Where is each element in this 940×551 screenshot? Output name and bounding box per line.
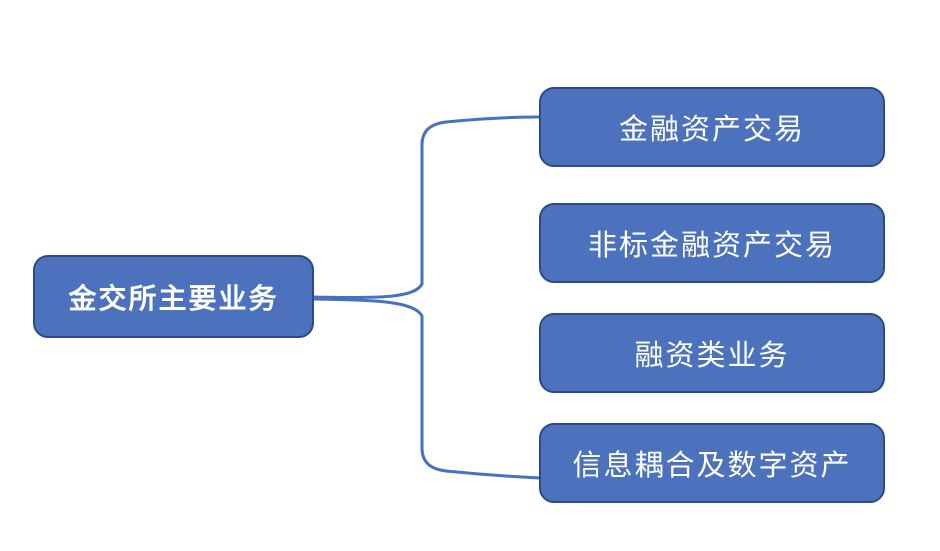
- node-child-3-label: 融资类业务: [634, 340, 790, 372]
- connector-root-to-child-4: [311, 297, 542, 480]
- node-child-nonstandard-financial-asset-trading: 非标金融资产交易: [539, 203, 885, 283]
- node-root: 金交所主要业务: [33, 255, 314, 338]
- node-child-4-label: 信息耦合及数字资产: [572, 450, 852, 482]
- connector-root-to-child-1: [311, 115, 542, 299]
- node-child-info-coupling-digital-assets: 信息耦合及数字资产: [539, 423, 885, 503]
- node-child-1-label: 金融资产交易: [618, 114, 805, 146]
- node-child-2-label: 非标金融资产交易: [587, 230, 836, 262]
- node-child-financial-asset-trading: 金融资产交易: [539, 87, 885, 167]
- node-child-financing-business: 融资类业务: [539, 313, 885, 393]
- node-root-label: 金交所主要业务: [68, 282, 279, 314]
